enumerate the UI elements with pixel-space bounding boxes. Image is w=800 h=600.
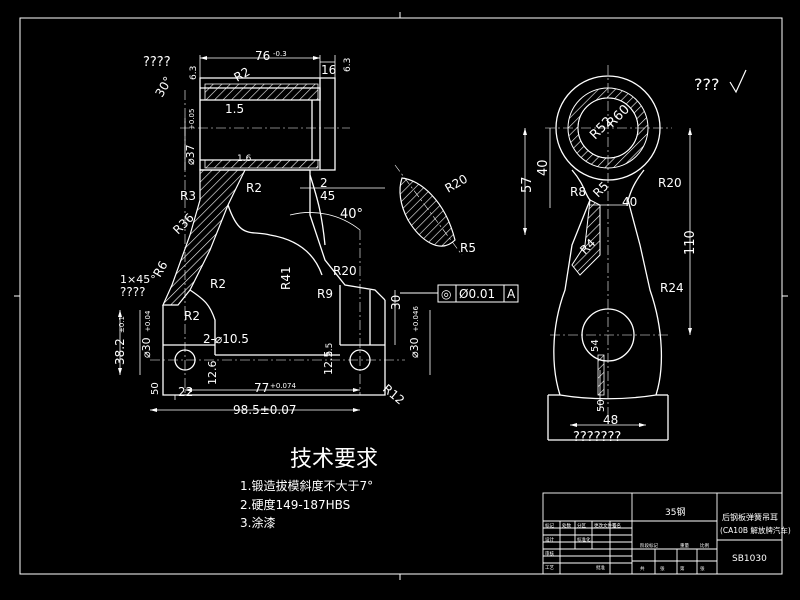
dim-bore-30-right-tol: +0.046 <box>412 306 420 332</box>
tb-cell: 处数 <box>562 522 571 529</box>
dim-r5: R5 <box>460 241 476 255</box>
drawing-frame <box>14 12 788 580</box>
dim-r8: R8 <box>570 185 586 199</box>
part-name-line2: (CA10B 解放牌汽车) <box>720 525 791 535</box>
dim-63: 6.3 <box>189 66 199 80</box>
tb-cell: 张 <box>660 565 665 572</box>
tb-cell: 签名 <box>612 522 621 529</box>
dim-45: 45 <box>320 189 335 203</box>
surface-mark-left: ???? <box>143 55 171 70</box>
tb-cell: 比例 <box>700 542 709 549</box>
dim-bore-30-right: ⌀30 <box>408 337 421 358</box>
dim-bore-30-left-tol: +0.04 <box>144 310 152 332</box>
dim-38-2-tol: ±0.1 <box>118 316 126 333</box>
right-view <box>523 65 747 441</box>
title-block-text: 35钢 后钢板弹簧吊耳 (CA10B 解放牌汽车) SB1030 标记 处数 分… <box>545 506 791 572</box>
tol-datum: A <box>507 287 516 301</box>
dim-50-right: 50 <box>596 399 607 412</box>
dim-2-dia-10-5: 2-⌀10.5 <box>203 332 249 346</box>
dim-54: 54 <box>590 339 601 352</box>
dim-r24: R24 <box>660 281 684 295</box>
dim-r2-mid: R2 <box>246 181 262 195</box>
dim-98-5: 98.5±0.07 <box>233 403 297 417</box>
tol-value: Ø0.01 <box>459 287 495 301</box>
tb-cell: 设计 <box>545 536 554 543</box>
dim-110: 110 <box>683 230 698 255</box>
tb-cell: 标准化 <box>577 536 591 543</box>
roughness-mark: ??? <box>694 75 719 94</box>
part-name-line1: 后钢板弹簧吊耳 <box>722 512 778 522</box>
dim-r6: R6 <box>150 259 170 280</box>
tb-cell: 批准 <box>596 564 605 571</box>
dim-bot-2-5: 2.5 <box>325 343 335 357</box>
tb-cell: 张 <box>700 565 705 572</box>
technical-requirements: 技术要求 1.锻造拔模斜度不大于7° 2.硬度149-187HBS 3.涂漆 <box>240 447 378 530</box>
dim-22: 22 <box>178 385 193 399</box>
dim-overall-tol: -0.3 <box>273 50 287 58</box>
dim-77: 77 <box>254 381 269 395</box>
bottom-mark: ??????? <box>573 430 621 445</box>
left-view <box>118 55 519 412</box>
dim-r2-bottom: R2 <box>184 309 200 323</box>
dim-bore-37: ⌀37 <box>184 144 197 165</box>
surface-mark-mid: ???? <box>120 285 145 299</box>
tb-cell: 重量 <box>680 542 689 549</box>
tb-cell: 审核 <box>545 550 554 557</box>
tb-cell: 标记 <box>545 522 554 529</box>
dim-r20: R20 <box>658 176 682 190</box>
dim-1-6: 1.6 <box>237 154 252 164</box>
dim-77-tol: +0.074 <box>270 382 296 390</box>
left-view-labels: ???? 76 -0.3 16 6.3 30° 6.3 R2 1.5 ⌀37 +… <box>113 49 516 417</box>
dim-48: 48 <box>603 413 618 427</box>
dim-r3: R3 <box>180 189 196 203</box>
notes-title: 技术要求 <box>290 447 378 472</box>
dim-angle-40: 40° <box>340 207 363 222</box>
dim-r2-low: R2 <box>210 277 226 291</box>
notes-item: 1.锻造拔模斜度不大于7° <box>240 478 373 493</box>
notes-item: 2.硬度149-187HBS <box>240 497 350 512</box>
tb-cell: 第 <box>680 565 685 572</box>
dim-12-6: 12.6 <box>206 361 219 386</box>
dim-40-horizontal: 40 <box>622 195 637 209</box>
dim-r2-top: R2 <box>232 64 253 84</box>
dim-bore-30-left: ⌀30 <box>140 337 153 358</box>
dim-top-flat: 6.3 <box>343 58 353 72</box>
dim-r9: R9 <box>317 287 333 301</box>
dim-38-2: 38.2 <box>113 338 127 365</box>
tol-symbol: ◎ <box>441 287 451 301</box>
dim-40-vertical: 40 <box>536 159 551 176</box>
dim-50: 50 <box>150 382 161 395</box>
dim-top-width: 16 <box>321 63 336 77</box>
dim-1-5: 1.5 <box>225 102 244 116</box>
dim-12-5: 12.5 <box>322 351 335 376</box>
notes-item: 3.涂漆 <box>240 515 275 530</box>
title-block <box>542 492 783 575</box>
tb-cell: 阶段标记 <box>640 542 658 549</box>
dim-overall-width: 76 <box>255 49 270 63</box>
material: 35钢 <box>665 506 685 518</box>
dim-chamfer-1x45: 1×45° <box>120 273 156 286</box>
geometric-tolerance-frame <box>400 284 519 303</box>
drawing-number: SB1030 <box>732 554 767 564</box>
dim-r41: R41 <box>279 266 293 290</box>
dim-2: 2 <box>320 176 328 190</box>
tb-cell: 分区 <box>577 522 586 529</box>
tb-cell: 工艺 <box>545 565 554 571</box>
dim-57: 57 <box>520 176 535 193</box>
dim-r20-side: R20 <box>333 264 357 278</box>
dim-bore-37-tol: +0.05 <box>188 109 196 130</box>
dim-30: 30 <box>389 295 403 310</box>
tb-cell: 共 <box>640 565 645 572</box>
tb-cell: 更改文件号 <box>594 522 617 529</box>
